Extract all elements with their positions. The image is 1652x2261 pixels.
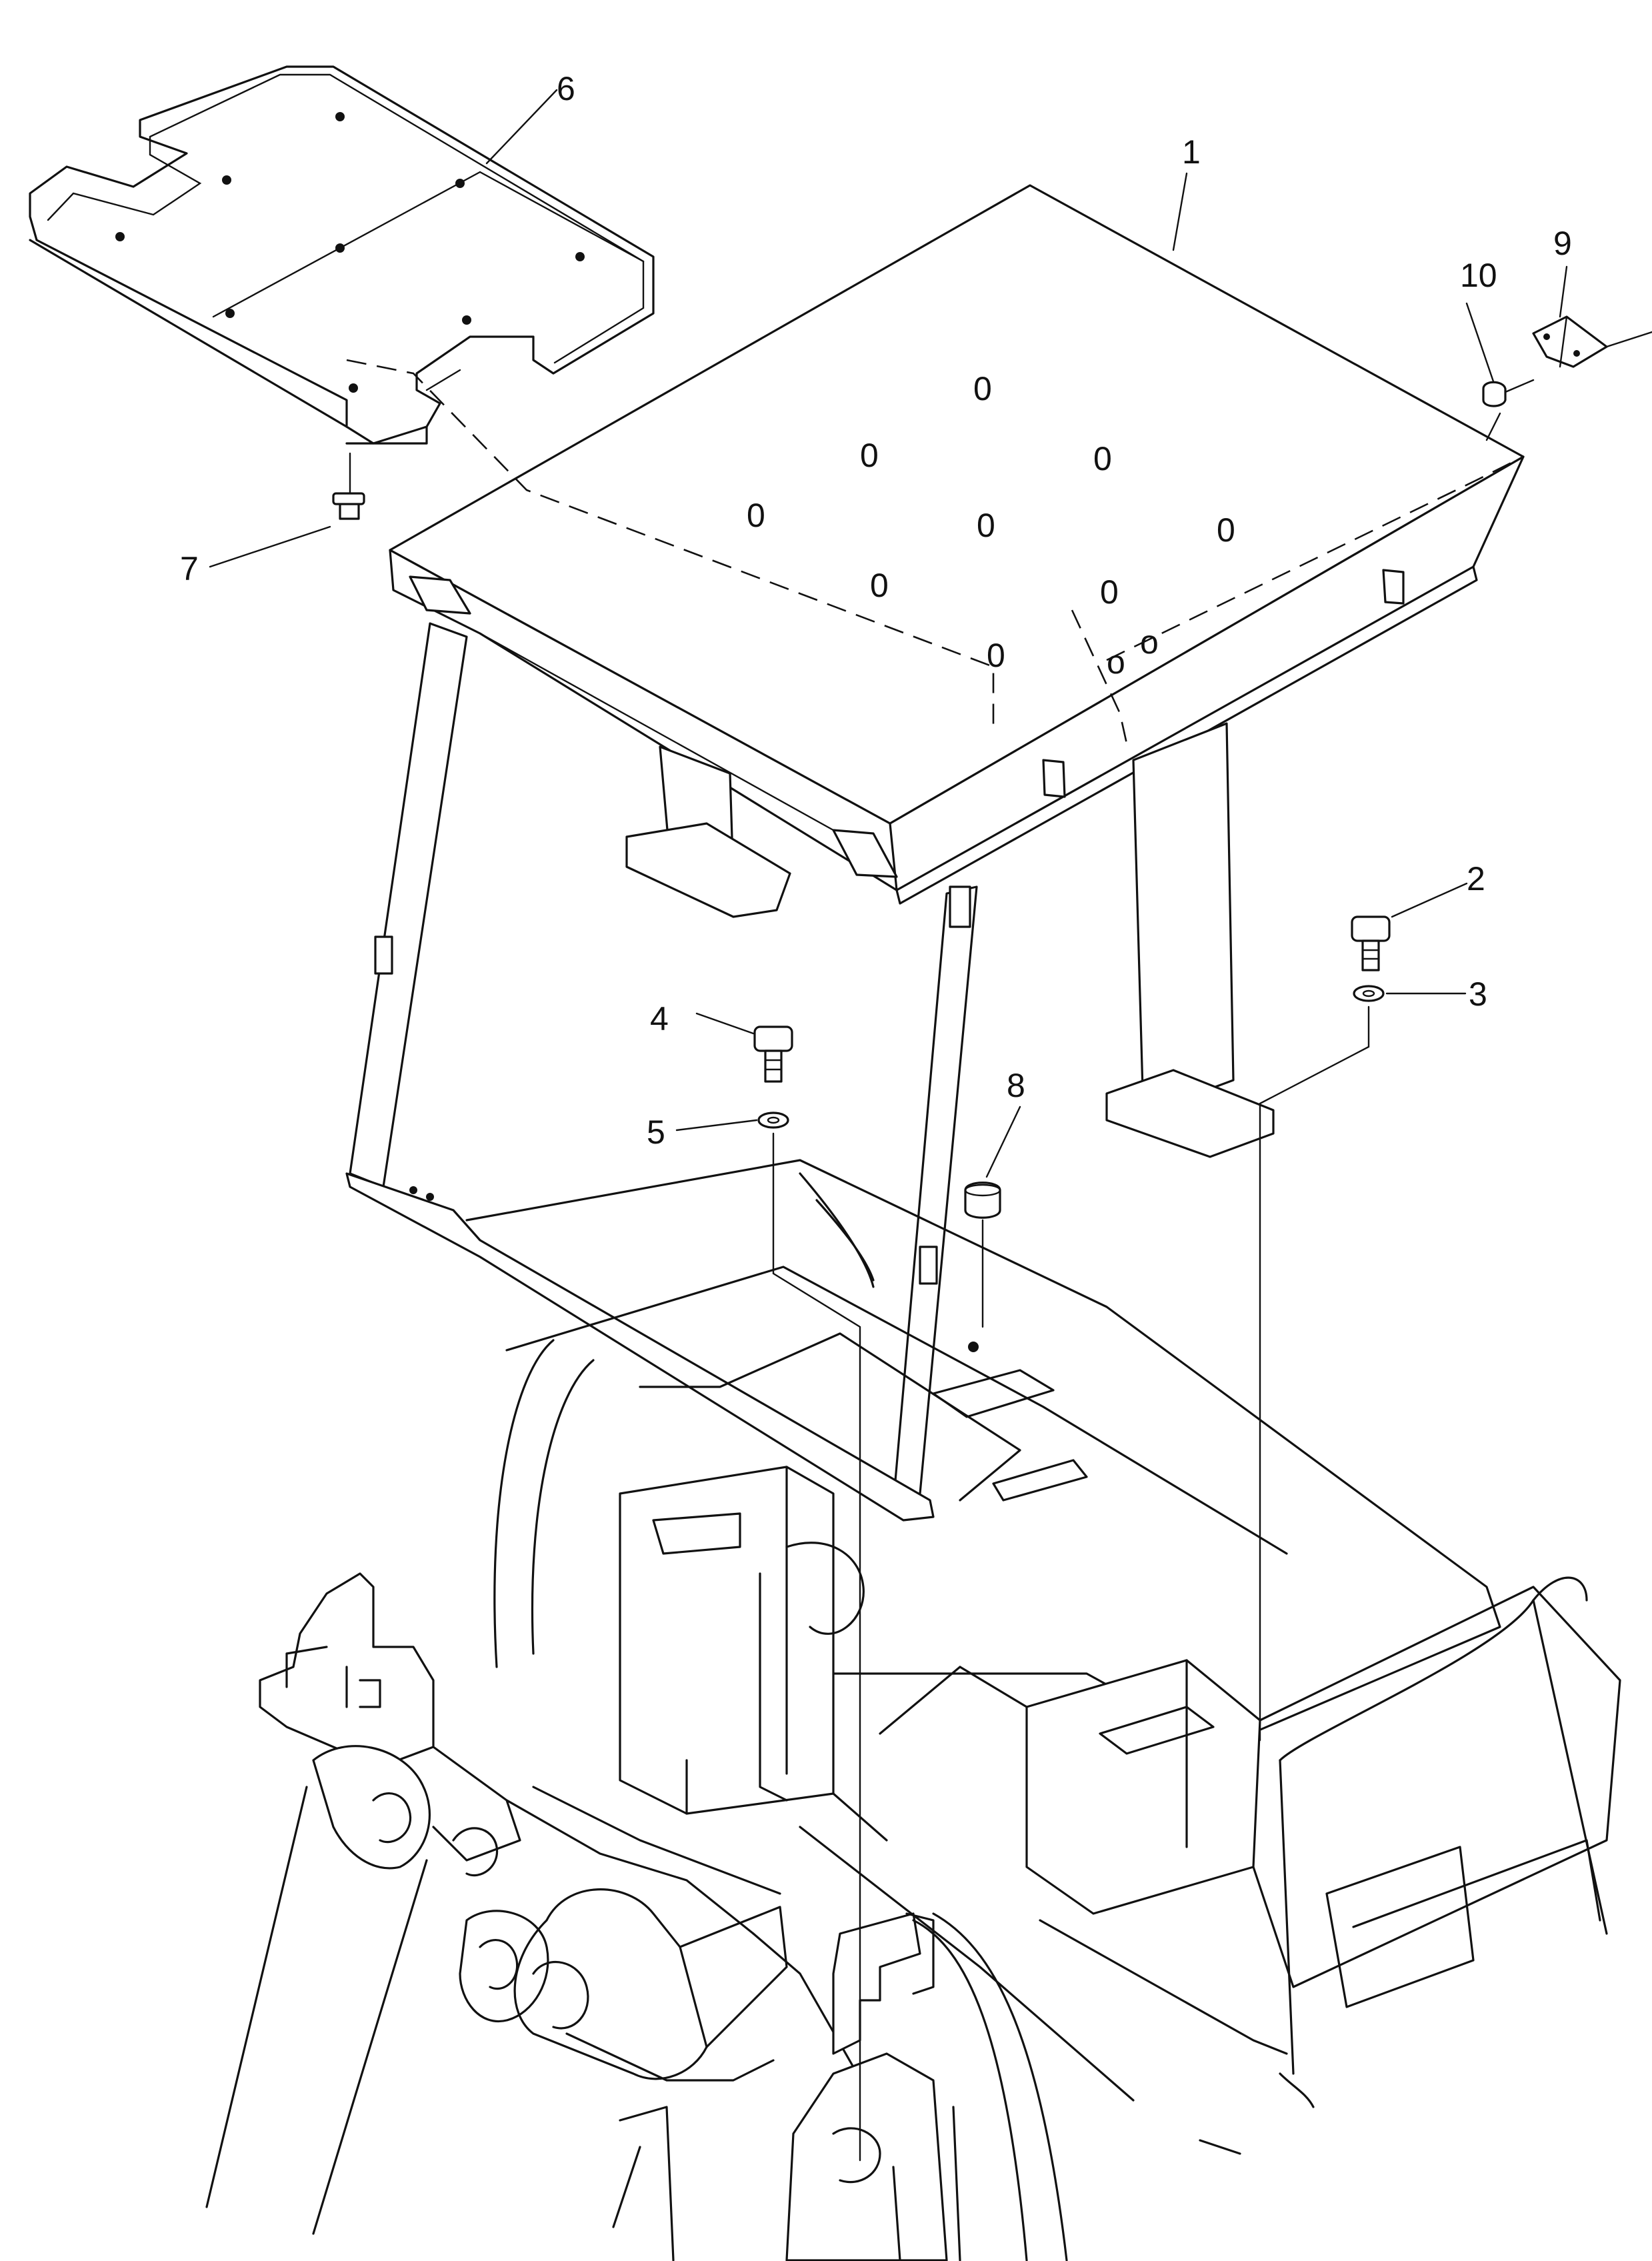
svg-text:0: 0 [987,637,1005,674]
svg-text:0: 0 [977,507,995,544]
callout-6: 6 [557,70,575,107]
svg-text:o: o [1140,623,1159,661]
leader-lines [209,89,1568,1178]
callout-2: 2 [1467,860,1485,897]
callout-7: 7 [180,550,199,587]
part-1-canopy: 0 0 0 0 0 0 0 0 0 o o [346,184,1525,905]
callout-5: 5 [647,1113,665,1151]
svg-text:o: o [1107,643,1125,681]
part-4-bolt [753,1025,793,1083]
callout-3: 3 [1469,975,1487,1013]
callout-labels: 1 2 3 4 5 6 7 8 9 10 [180,70,1572,1151]
part-8-plug [964,1182,1001,1352]
canopy-rear-posts [625,722,1275,1158]
svg-text:0: 0 [860,437,879,474]
canopy-front-frame [345,622,978,1522]
svg-text:0: 0 [870,567,889,604]
svg-text:0: 0 [1217,511,1235,549]
svg-text:0: 0 [1093,440,1112,477]
callout-8: 8 [1007,1067,1025,1104]
boom-linkage [205,1572,855,2261]
svg-text:0: 0 [973,370,992,407]
part-2-bolt [1351,915,1391,971]
svg-text:0: 0 [747,497,765,534]
callout-1: 1 [1182,133,1201,171]
part-7-bolt [332,452,365,520]
machine-body [465,1159,1621,2155]
callout-4: 4 [650,1000,669,1037]
part-5-washer [757,1111,861,2162]
callout-10: 10 [1460,257,1497,294]
part-10-bolt [1482,379,1535,441]
svg-text:0: 0 [1100,573,1119,611]
callout-9: 9 [1553,225,1572,262]
rear-bracket [785,1912,1068,2261]
part-3-washer [1259,985,1385,1742]
roof-bolt-holes: 0 0 0 0 0 0 0 0 0 o o [747,370,1235,681]
part-6-floor-mat [29,65,655,445]
part-9-plate [1532,315,1652,368]
